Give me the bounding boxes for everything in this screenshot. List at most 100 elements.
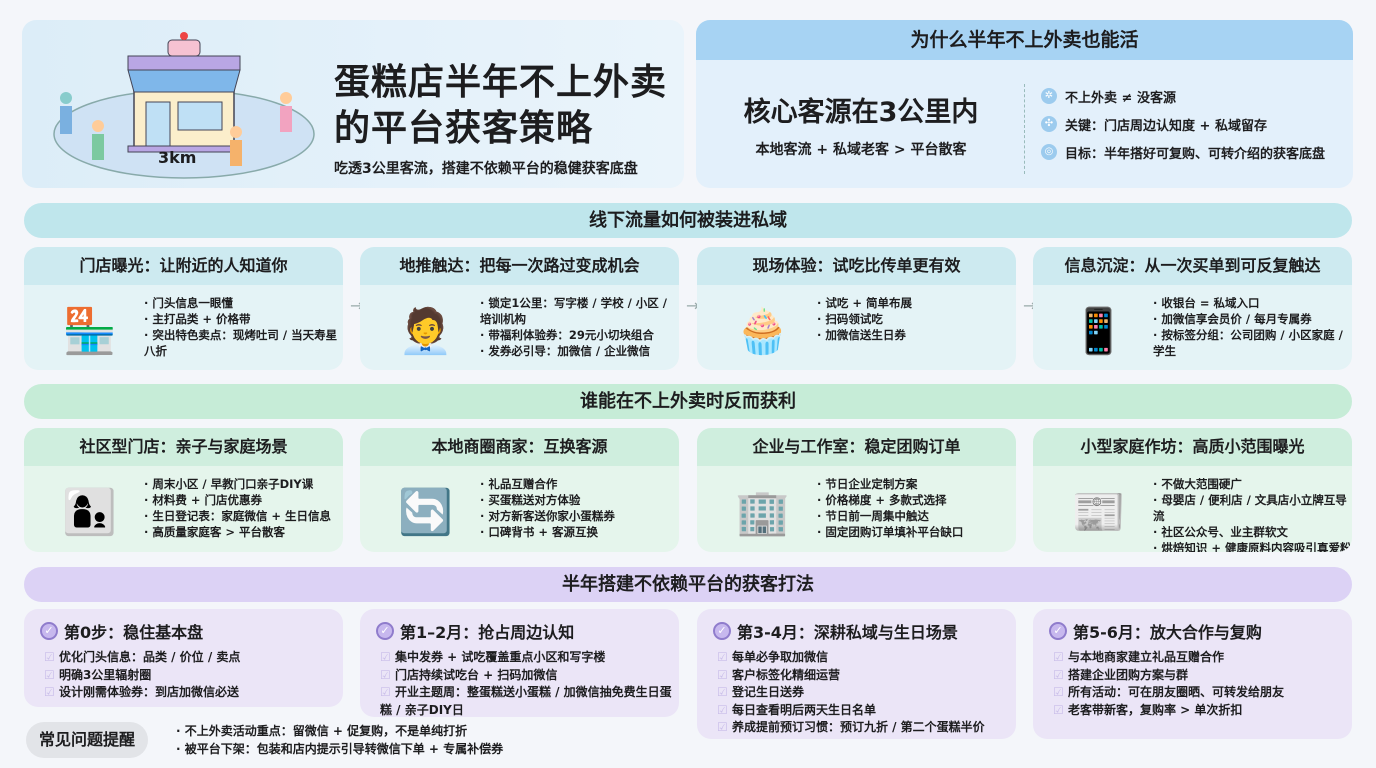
card-title: 第1–2月：抢占周边认知 — [400, 623, 575, 642]
bullet-item: 收银台 = 私域入口 — [1153, 295, 1352, 311]
why-point: ✲ 不上外卖 ≠ 没客源 — [1041, 82, 1325, 110]
card-title: 现场体验：试吃比传单更有效 — [697, 247, 1016, 285]
core-message: 核心客源在3公里内 本地客流 + 私域老客 > 平台散客 — [716, 90, 1006, 159]
arrow-right-icon: → — [686, 296, 700, 315]
bullet-item: 扫码领试吃 — [817, 311, 912, 327]
strategy-card: 企业与工作室：稳定团购订单 🏢 节日企业定制方案价格梯度 + 多款式选择节日前一周… — [697, 428, 1016, 552]
card-title: 第0步：稳住基本盘 — [64, 623, 204, 642]
bullet-item: 周末小区 / 早教门口亲子DIY课 — [144, 476, 331, 492]
strategy-card: 现场体验：试吃比传单更有效 🧁 试吃 + 简单布展扫码领试吃加微信送生日券 — [697, 247, 1016, 370]
card-title: 本地商圈商家：互换客源 — [360, 428, 679, 466]
strategy-card: ✓ 第0步：稳住基本盘优化门头信息：品类 / 价位 / 卖点明确3公里辐射圈设计刚… — [24, 609, 343, 707]
section-banner: 谁能在不上外卖时反而获利 — [24, 384, 1352, 419]
check-circle-icon: ✓ — [1049, 622, 1067, 640]
bullet-item: 节日企业定制方案 — [817, 476, 963, 492]
card-title: 第5-6月：放大合作与复购 — [1073, 623, 1262, 642]
bullet-item: 固定团购订单填补平台缺口 — [817, 524, 963, 540]
divider — [1024, 84, 1025, 174]
radius-label: 3km — [158, 148, 197, 167]
strategy-card: ✓ 第3-4月：深耕私域与生日场景每单必争取加微信客户标签化精细运营登记生日送券每… — [697, 609, 1016, 739]
bullet-list: 锁定1公里：写字楼 / 学校 / 小区 / 培训机构带福利体验券：29元小切块组… — [480, 295, 679, 359]
why-point-text: 目标：半年搭好可复购、可转介绍的获客底盘 — [1065, 146, 1326, 162]
bullet-item: 明确3公里辐射圈 — [44, 667, 343, 685]
bullet-list: 周末小区 / 早教门口亲子DIY课材料费 + 门店优惠券生日登记表：家庭微信 +… — [144, 476, 331, 540]
bullet-item: 登记生日送券 — [717, 684, 1016, 702]
bullet-item: 设计刚需体验券：到店加微信必送 — [44, 684, 343, 702]
bullet-item: 加微信享会员价 / 每月专属券 — [1153, 311, 1352, 327]
sparkle-icon: ✲ — [1041, 88, 1057, 104]
phone-wechat-icon: 📱 — [1071, 306, 1126, 357]
strategy-card: 本地商圈商家：互换客源 🔄礼品互赠合作买蛋糕送对方体验对方新客送你家小蛋糕券口碑… — [360, 428, 679, 552]
section-banner: 线下流量如何被装进私域 — [24, 203, 1352, 238]
card-title: 社区型门店：亲子与家庭场景 — [24, 428, 343, 466]
signboard-icon: 📰 — [1071, 487, 1126, 538]
bullet-item: 买蛋糕送对方体验 — [480, 492, 615, 508]
bullet-item: 发券必引导：加微信 / 企业微信 — [480, 343, 679, 359]
faq-item: 不上外卖活动重点：留微信 + 促复购，不是单纯打折 — [176, 722, 503, 740]
bullet-item: 试吃 + 简单布展 — [817, 295, 912, 311]
why-point: ◎ 目标：半年搭好可复购、可转介绍的获客底盘 — [1041, 138, 1325, 166]
faq-list: 不上外卖活动重点：留微信 + 促复购，不是单纯打折 被平台下架：包装和店内提示引… — [176, 722, 503, 758]
why-point-text: 关键：门店周边认知度 + 私域留存 — [1065, 118, 1267, 134]
card-title: 小型家庭作坊：高质小范围曝光 — [1033, 428, 1352, 466]
bullet-item: 加微信送生日券 — [817, 327, 912, 343]
strategy-card: ✓ 第1–2月：抢占周边认知集中发券 + 试吃覆盖重点小区和写字楼门店持续试吃台 … — [360, 609, 679, 717]
why-card: 为什么半年不上外卖也能活 核心客源在3公里内 本地客流 + 私域老客 > 平台散… — [696, 20, 1353, 188]
card-title: 门店曝光：让附近的人知道你 — [24, 247, 343, 285]
card-title: 地推触达：把每一次路过变成机会 — [360, 247, 679, 285]
bullet-item: 社区公众号、业主群软文 — [1153, 524, 1352, 540]
section-banner: 半年搭建不依赖平台的获客打法 — [24, 567, 1352, 602]
card-title: 第3-4月：深耕私域与生日场景 — [737, 623, 958, 642]
bullet-item: 生日登记表：家庭微信 + 生日信息 — [144, 508, 331, 524]
faq-label: 常见问题提醒 — [26, 722, 148, 758]
bullet-item: 门店持续试吃台 + 扫码加微信 — [380, 667, 679, 685]
bullet-item: 开业主题周：整蛋糕送小蛋糕 / 加微信抽免费生日蛋糕 / 亲子DIY日 — [380, 684, 679, 717]
checklist: 与本地商家建立礼品互赠合作搭建企业团购方案与群所有活动：可在朋友圈晒、可转发给朋… — [1033, 643, 1352, 719]
why-point: ✣ 关键：门店周边认知度 + 私域留存 — [1041, 110, 1325, 138]
exchange-cycle-icon: 🔄 — [398, 487, 453, 538]
bullet-item: 材料费 + 门店优惠券 — [144, 492, 331, 508]
bullet-item: 锁定1公里：写字楼 / 学校 / 小区 / 培训机构 — [480, 295, 679, 327]
faq-item: 被平台下架：包装和店内提示引导转微信下单 + 专属补偿券 — [176, 740, 503, 758]
tasting-stall-icon: 🧁 — [735, 306, 790, 357]
bullet-item: 烘焙知识 + 健康原料内容吸引真爱粉 — [1153, 540, 1352, 552]
storefront-icon: 🏪 — [62, 306, 117, 357]
bullet-item: 带福利体验券：29元小切块组合 — [480, 327, 679, 343]
why-points: ✲ 不上外卖 ≠ 没客源 ✣ 关键：门店周边认知度 + 私域留存 ◎ 目标：半年搭好可复购… — [1041, 82, 1325, 166]
bullet-item: 养成提前预订习惯：预订九折 / 第二个蛋糕半价 — [717, 719, 1016, 737]
bullet-item: 高质量家庭客 > 平台散客 — [144, 524, 331, 540]
bullet-item: 搭建企业团购方案与群 — [1053, 667, 1352, 685]
why-point-text: 不上外卖 ≠ 没客源 — [1065, 90, 1176, 106]
flyer-person-icon: 🧑‍💼 — [398, 306, 453, 357]
page-subtitle: 吃透3公里客流，搭建不依赖平台的稳健获客底盘 — [334, 161, 638, 177]
bullet-list: 不做大范围硬广母婴店 / 便利店 / 文具店小立牌互导流社区公众号、业主群软文烘… — [1153, 476, 1352, 552]
bullet-item: 所有活动：可在朋友圈晒、可转发给朋友 — [1053, 684, 1352, 702]
bullet-item: 口碑背书 + 客源互换 — [480, 524, 615, 540]
bullet-list: 试吃 + 简单布展扫码领试吃加微信送生日券 — [817, 295, 912, 343]
check-circle-icon: ✓ — [713, 622, 731, 640]
bullet-item: 突出特色卖点：现烤吐司 / 当天寿星八折 — [144, 327, 343, 359]
card-title: 企业与工作室：稳定团购订单 — [697, 428, 1016, 466]
bullet-item: 集中发券 + 试吃覆盖重点小区和写字楼 — [380, 649, 679, 667]
strategy-card: 社区型门店：亲子与家庭场景 👩‍👦 周末小区 / 早教门口亲子DIY课材料费 + … — [24, 428, 343, 552]
bullet-item: 优化门头信息：品类 / 价位 / 卖点 — [44, 649, 343, 667]
checklist: 每单必争取加微信客户标签化精细运营登记生日送券每日查看明后两天生日名单养成提前预… — [697, 643, 1016, 737]
check-circle-icon: ✓ — [376, 622, 394, 640]
key-icon: ✣ — [1041, 116, 1057, 132]
family-cake-icon: 👩‍👦 — [62, 487, 117, 538]
bullet-item: 对方新客送你家小蛋糕券 — [480, 508, 615, 524]
bullet-item: 门头信息一眼懂 — [144, 295, 343, 311]
strategy-card: 地推触达：把每一次路过变成机会 🧑‍💼 锁定1公里：写字楼 / 学校 / 小区 /… — [360, 247, 679, 370]
hero-card: 3km 蛋糕店半年不上外卖的平台获客策略 吃透3公里客流，搭建不依赖平台的稳健获… — [22, 20, 684, 188]
bullet-item: 与本地商家建立礼品互赠合作 — [1053, 649, 1352, 667]
card-title: 信息沉淀：从一次买单到可反复触达 — [1033, 247, 1352, 285]
bullet-item: 老客带新客，复购率 > 单次折扣 — [1053, 702, 1352, 720]
bullet-item: 不做大范围硬广 — [1153, 476, 1352, 492]
bullet-list: 节日企业定制方案价格梯度 + 多款式选择节日前一周集中触达固定团购订单填补平台缺… — [817, 476, 963, 540]
target-icon: ◎ — [1041, 144, 1057, 160]
office-building-icon: 🏢 — [735, 487, 790, 538]
bullet-item: 母婴店 / 便利店 / 文具店小立牌互导流 — [1153, 492, 1352, 524]
strategy-card: 门店曝光：让附近的人知道你 🏪门头信息一眼懂主打品类 + 价格带突出特色卖点：现… — [24, 247, 343, 370]
bullet-item: 按标签分组：公司团购 / 小区家庭 / 学生 — [1153, 327, 1352, 359]
check-circle-icon: ✓ — [40, 622, 58, 640]
